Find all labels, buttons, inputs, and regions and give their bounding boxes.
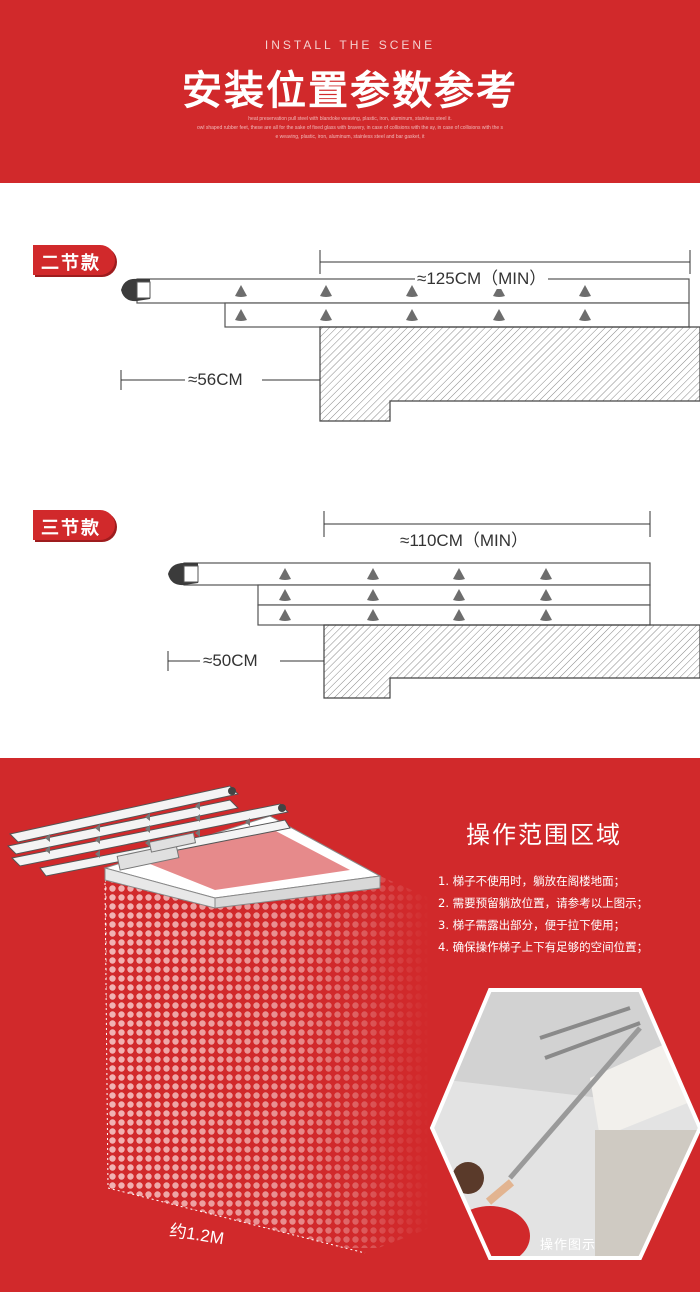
diagram-two-section: 二节款 ≈125CM（MIN） ≈56CM — [0, 183, 700, 473]
instruction-item: 2. 需要预留躺放位置，请参考以上图示； — [438, 896, 649, 910]
diagram-three-section: 三节款 ≈110CM（MIN） ≈50CM — [0, 473, 700, 758]
operation-illustration — [6, 785, 700, 1260]
header-fine-print-2: owl shaped rubber feet, these are all fo… — [196, 125, 504, 131]
header-fine-print-1: heat preservation pull steel with blando… — [248, 116, 452, 122]
badge-two-section: 二节款 — [33, 245, 115, 275]
three-section-drawing — [167, 511, 700, 699]
operation-instructions: 1. 梯子不使用时，躺放在阁楼地面； 2. 需要预留躺放位置，请参考以上图示； … — [438, 870, 648, 958]
header-subtitle: INSTALL THE SCENE — [264, 38, 436, 52]
instruction-item: 3. 梯子需露出部分，便于拉下使用； — [438, 918, 626, 932]
header-banner: INSTALL THE SCENE 安装位置参数参考 heat preserva… — [0, 0, 700, 183]
badge-three-section: 三节款 — [33, 510, 115, 540]
instruction-item: 1. 梯子不使用时，躺放在阁楼地面； — [438, 874, 626, 888]
header-fine-print-3: e weaving, plastic, iron, aluminum, stai… — [275, 134, 425, 140]
instruction-item: 4. 确保操作梯子上下有足够的空间位置； — [438, 940, 649, 954]
operation-photo — [432, 990, 700, 1258]
operation-title: 操作范围区域 — [466, 821, 622, 849]
two-section-drawing — [120, 250, 700, 422]
photo-caption: 操作图示 — [540, 1238, 597, 1253]
two-section-depth-label: ≈56CM — [186, 370, 245, 390]
operation-section: 操作范围区域 1. 梯子不使用时，躺放在阁楼地面； 2. 需要预留躺放位置，请参… — [0, 758, 700, 1292]
header-title: 安装位置参数参考 — [182, 68, 518, 114]
two-section-width-label: ≈125CM（MIN） — [415, 264, 549, 289]
three-section-depth-label: ≈50CM — [201, 651, 260, 671]
three-section-width-label: ≈110CM（MIN） — [398, 526, 531, 551]
